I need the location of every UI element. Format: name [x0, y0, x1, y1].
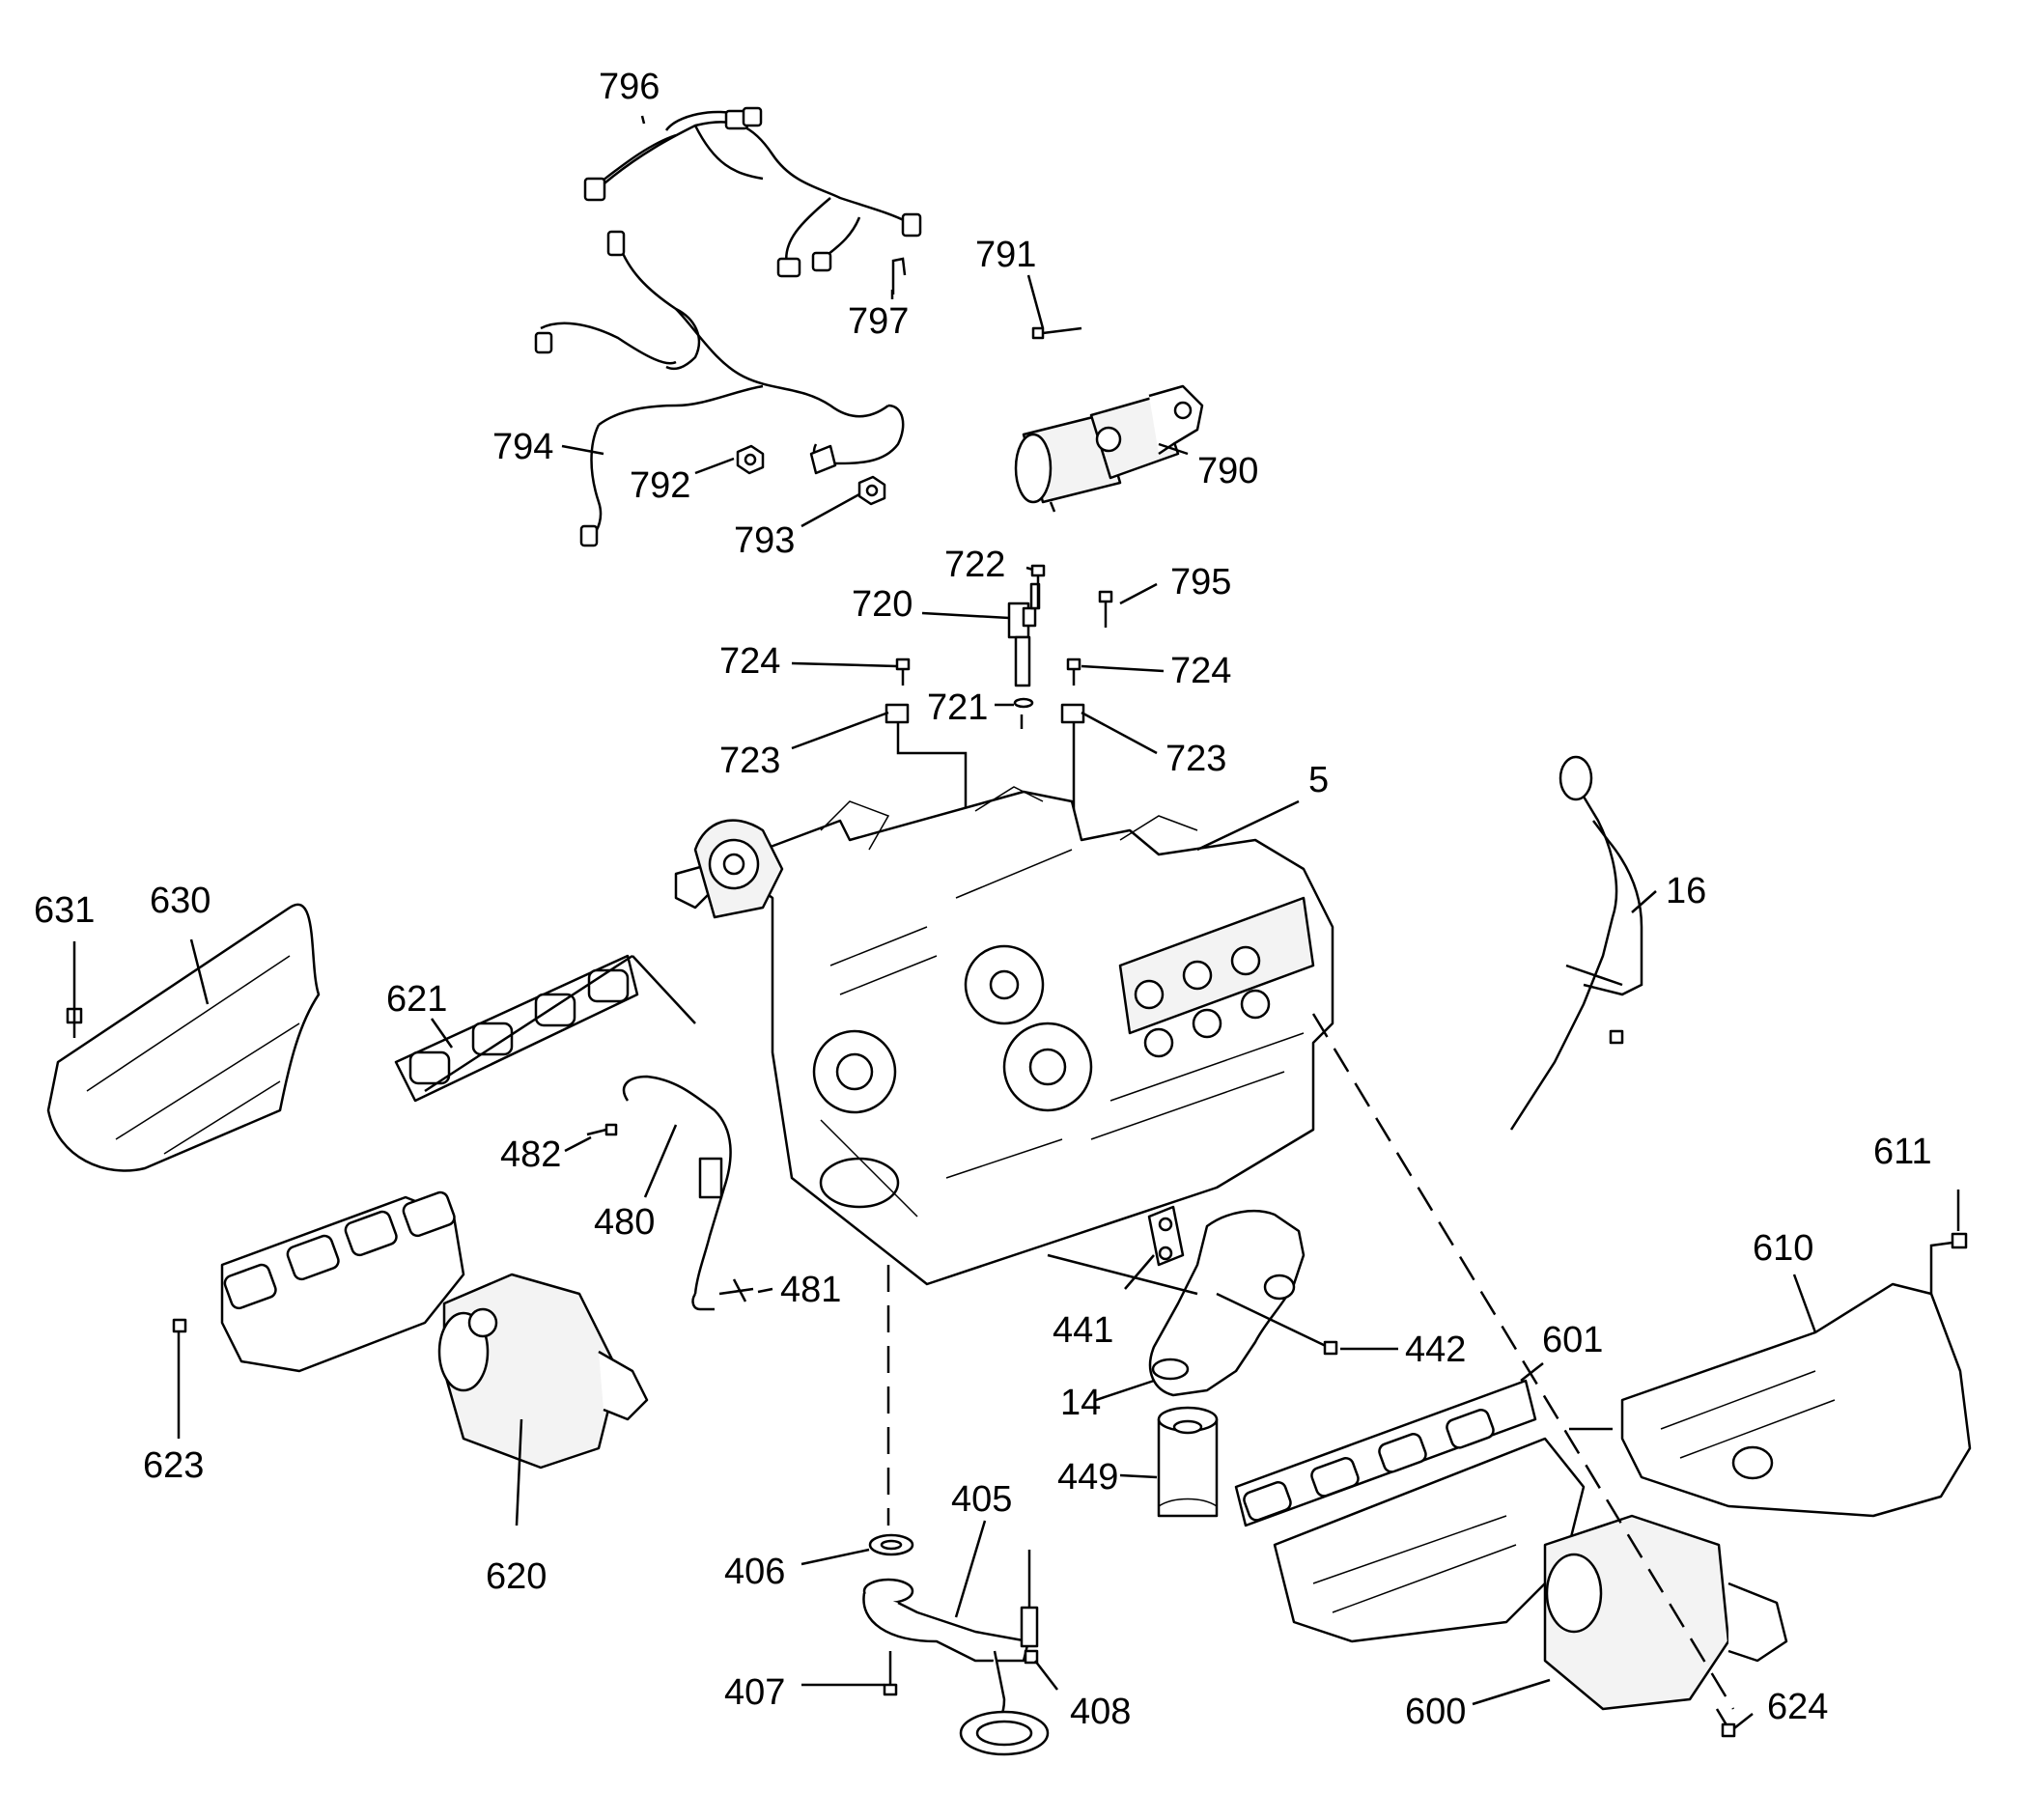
clip	[718, 1278, 754, 1302]
callout-482: 482	[500, 1134, 561, 1175]
o-ring-seal	[868, 1533, 914, 1556]
callout-441: 441	[1053, 1310, 1113, 1351]
oil-pump-screen	[862, 1550, 1050, 1756]
bolt	[895, 658, 911, 686]
exhaust-heat-shield-left	[46, 903, 321, 1172]
callout-14: 14	[1060, 1383, 1101, 1423]
callout-620: 620	[486, 1556, 547, 1597]
callout-623: 623	[143, 1445, 204, 1486]
oil-level-dipstick	[1509, 755, 1643, 1131]
exhaust-manifold-gasket-right	[1234, 1379, 1537, 1527]
callout-724-right: 724	[1170, 651, 1231, 691]
stud	[172, 1318, 187, 1333]
oil-filter-adapter-gasket	[1147, 1205, 1185, 1267]
engine-block	[674, 786, 1334, 1286]
callout-724-left: 724	[719, 641, 780, 682]
engine-wiring-harness	[583, 106, 922, 278]
callout-600: 600	[1405, 1692, 1466, 1732]
callout-722: 722	[944, 545, 1005, 585]
callout-720: 720	[852, 584, 913, 625]
sensor-seal	[1013, 697, 1034, 709]
callout-16: 16	[1666, 871, 1706, 911]
bolt	[1715, 1708, 1736, 1738]
callout-723-left: 723	[719, 741, 780, 781]
bolt	[883, 1651, 898, 1696]
nut	[1024, 1649, 1039, 1665]
bolt	[66, 1004, 83, 1038]
bolt	[1031, 326, 1082, 340]
callout-406: 406	[724, 1552, 785, 1592]
callout-630: 630	[150, 881, 211, 921]
starter-motor	[1014, 384, 1204, 513]
oxygen-sensor-tube	[622, 1075, 732, 1311]
callout-791: 791	[975, 235, 1036, 275]
callout-labels: 796 791 797 794 792 790 793 722 795 720 …	[34, 67, 1932, 1732]
bolt	[586, 1123, 618, 1136]
callout-449: 449	[1057, 1457, 1118, 1498]
callout-408: 408	[1070, 1692, 1131, 1732]
callout-621: 621	[386, 979, 447, 1020]
callout-407: 407	[724, 1672, 785, 1713]
exhaust-manifold-left	[220, 1190, 649, 1470]
callout-601: 601	[1542, 1320, 1603, 1360]
bolt	[1216, 1292, 1338, 1356]
oil-filter-adapter	[1148, 1209, 1306, 1397]
leader-lines	[72, 115, 1960, 1729]
callout-794: 794	[492, 427, 553, 467]
callout-797: 797	[848, 301, 909, 342]
bolt	[1098, 590, 1113, 628]
callout-611: 611	[1873, 1132, 1932, 1172]
nut	[857, 475, 886, 506]
callout-480: 480	[594, 1202, 655, 1243]
nut	[736, 444, 765, 475]
callout-723-right: 723	[1165, 739, 1226, 779]
callout-793: 793	[734, 520, 795, 561]
exhaust-manifold-right	[1273, 1437, 1788, 1711]
callout-792: 792	[630, 465, 690, 506]
harness-clip	[891, 257, 907, 294]
starter-cable-harness	[534, 230, 905, 547]
bolt	[1066, 658, 1081, 686]
callout-790: 790	[1197, 451, 1258, 491]
callout-624: 624	[1767, 1687, 1828, 1727]
callout-796: 796	[599, 67, 660, 107]
callout-721: 721	[927, 687, 988, 728]
callout-795: 795	[1170, 562, 1231, 602]
oil-filter	[1157, 1406, 1219, 1518]
exhaust-heat-shield-right	[1620, 1282, 1972, 1518]
callout-405: 405	[951, 1479, 1012, 1520]
callout-442: 442	[1405, 1330, 1466, 1370]
callout-481: 481	[780, 1270, 841, 1310]
crankshaft-position-sensor	[1007, 582, 1041, 687]
callout-610: 610	[1753, 1228, 1813, 1269]
callout-631: 631	[34, 890, 95, 931]
bolt	[1929, 1232, 1968, 1294]
callout-5: 5	[1308, 760, 1329, 800]
